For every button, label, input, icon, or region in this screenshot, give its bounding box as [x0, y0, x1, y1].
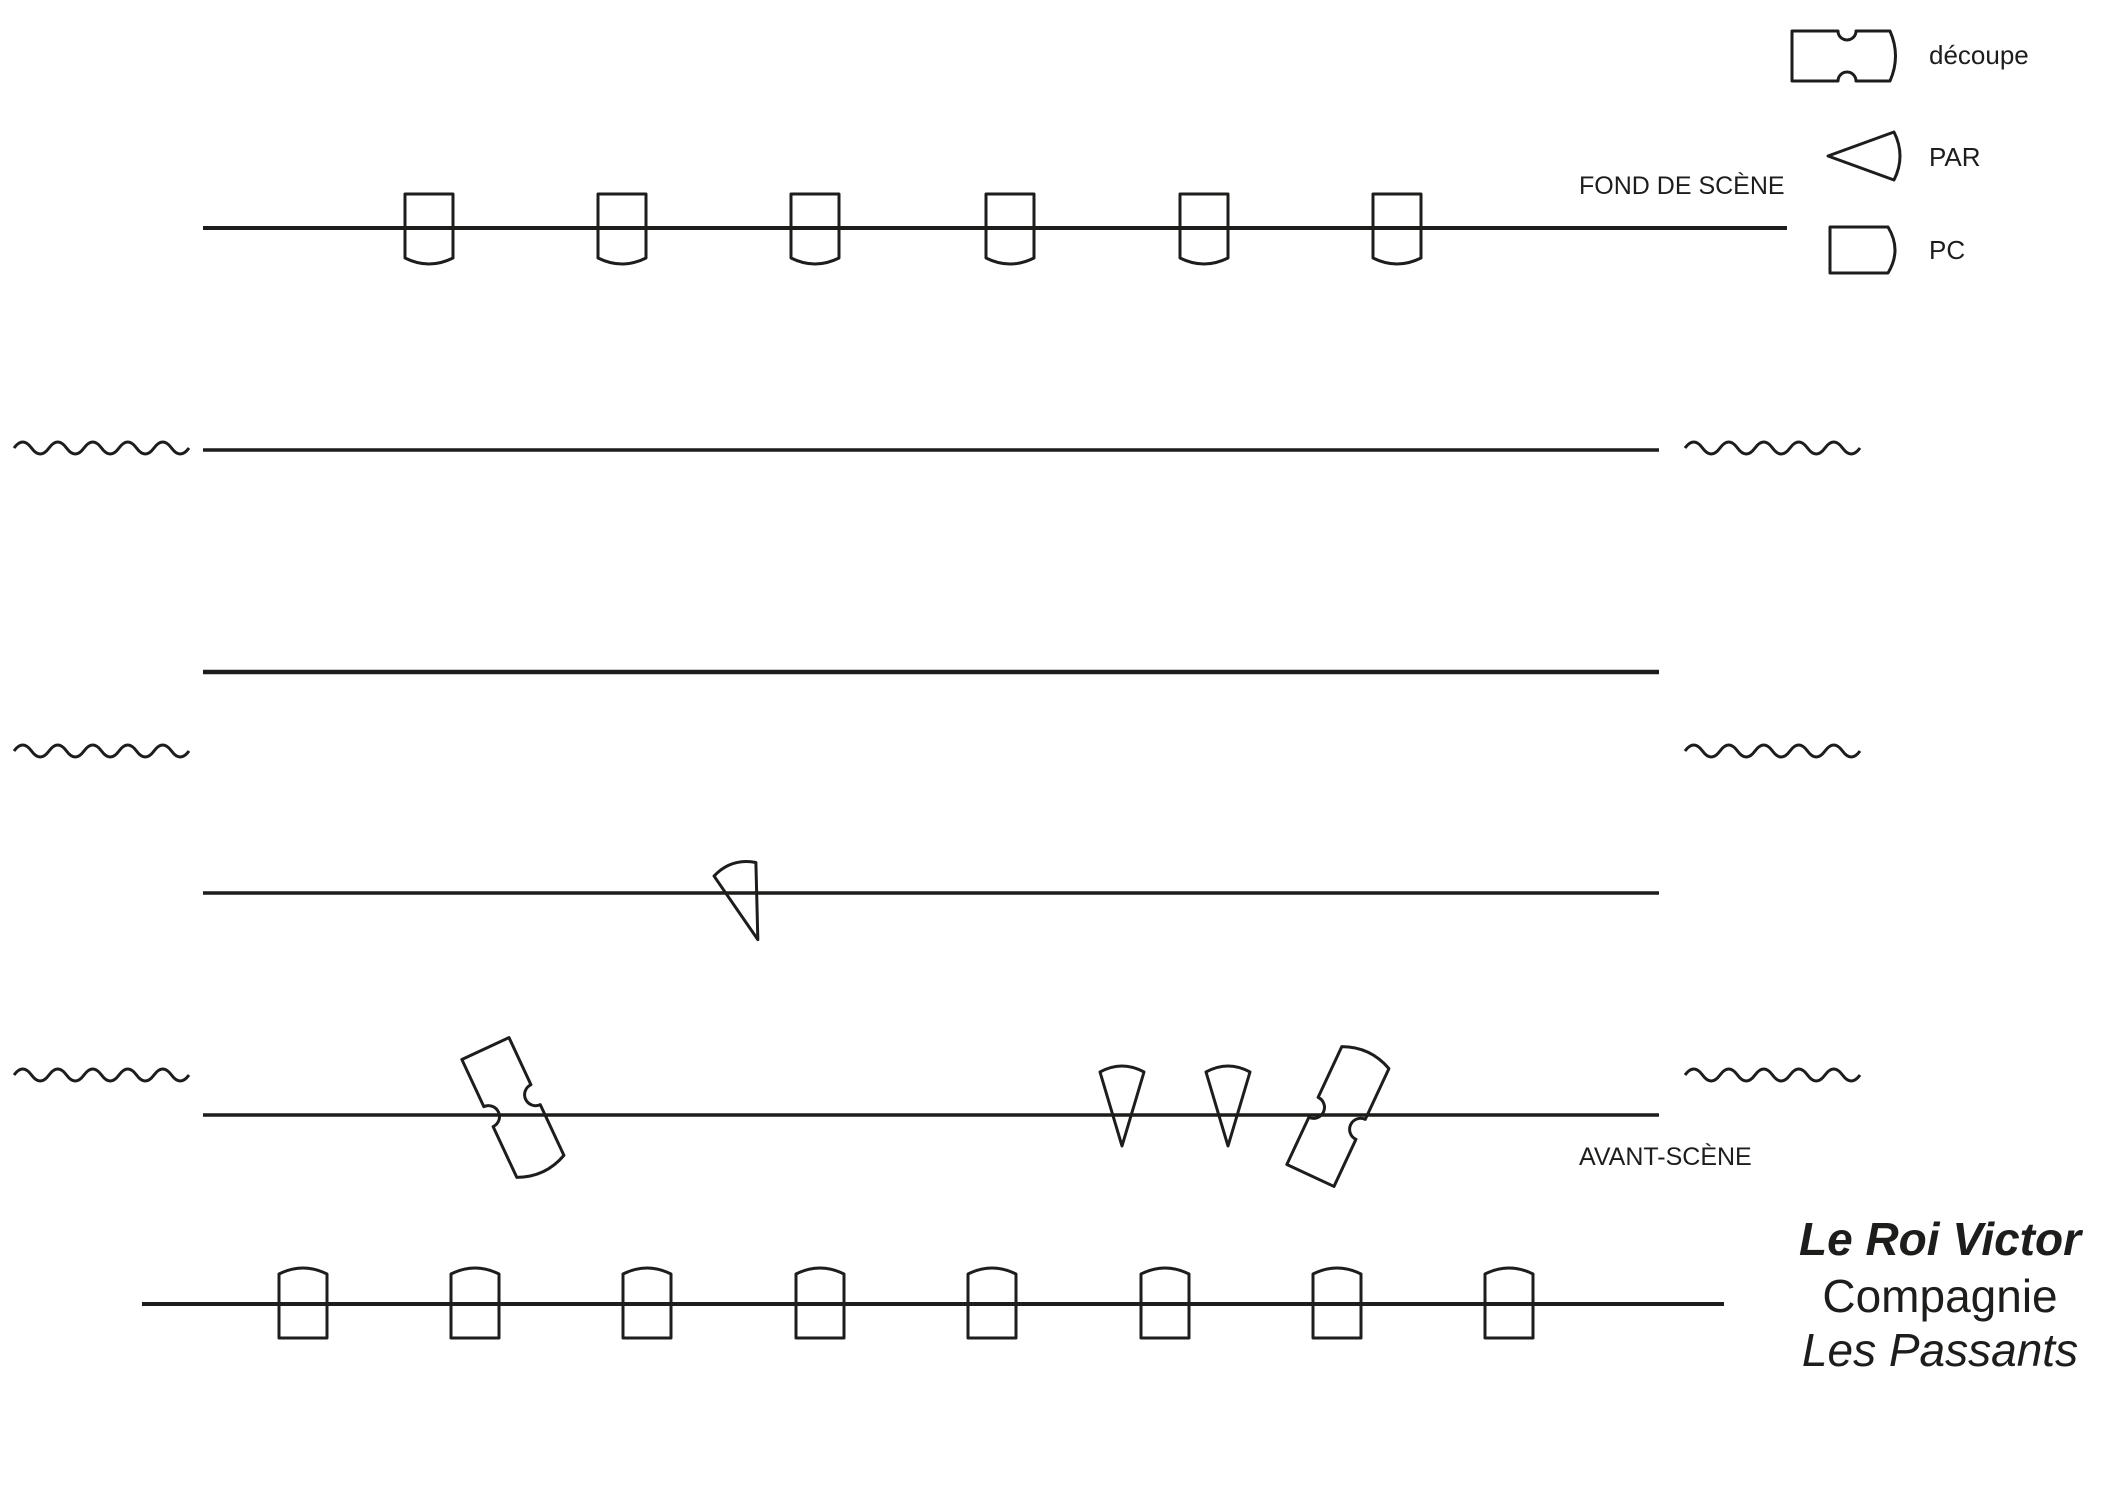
show-title: Le Roi Victor: [1799, 1213, 2081, 1265]
batten-4: [203, 856, 1659, 947]
legend-label-pc: PC: [1929, 235, 1966, 265]
curtain-wave-right: [1684, 744, 1861, 758]
curtain-wave-right: [1684, 441, 1861, 455]
batten-fond-de-scene: [203, 193, 1787, 265]
legend: [1790, 29, 1902, 275]
company-label: Compagnie: [1822, 1270, 2058, 1322]
curtain-wave-left: [13, 744, 190, 758]
curtain-wave-right: [1684, 1068, 1861, 1082]
legend-label-par: PAR: [1929, 142, 1981, 172]
decoupe-fixture: [461, 1037, 567, 1184]
par-fixture: [1205, 1065, 1251, 1147]
legend-pc-icon: [1828, 225, 1897, 275]
company-name: Les Passants: [1801, 1324, 2079, 1376]
curtain-wave-left: [13, 1068, 190, 1082]
par-fixture: [711, 856, 780, 947]
batten-face: [142, 1267, 1724, 1339]
zone-label-fond-de-scene: FOND DE SCÈNE: [1579, 172, 1785, 200]
legend-decoupe-icon: [1790, 29, 1897, 83]
par-fixture: [1099, 1065, 1145, 1147]
curtain-wave-left: [13, 441, 190, 455]
batten-2: [13, 441, 1861, 455]
legend-par-icon: [1826, 130, 1902, 182]
zone-label-avant-scene: AVANT-SCÈNE: [1579, 1143, 1752, 1171]
batten-avant-scene: [13, 1037, 1861, 1187]
batten-3: [13, 669, 1861, 758]
legend-label-decoupe: découpe: [1929, 40, 2029, 70]
